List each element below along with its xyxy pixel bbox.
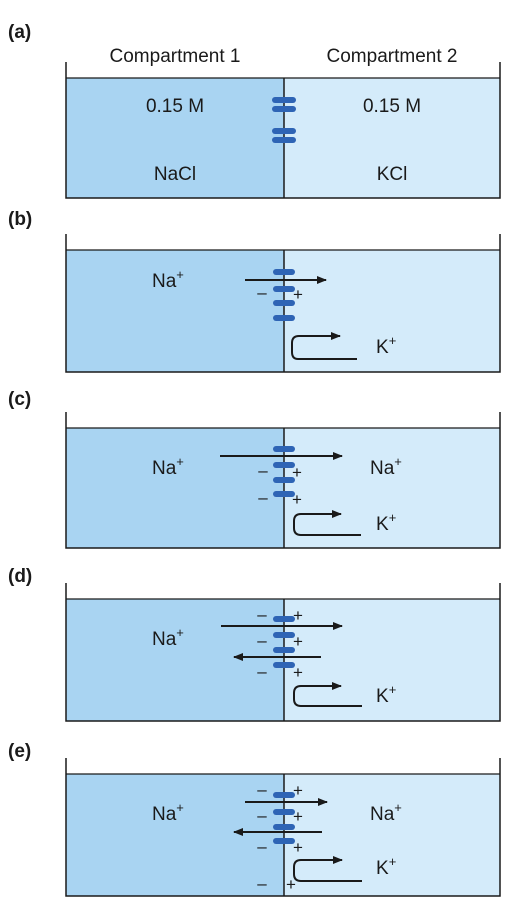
panel-a: (a) Compartment 1 Compartment 2 0.15 M 0…	[8, 22, 501, 199]
compartment-1-salt: NaCl	[154, 164, 196, 185]
panel-c: (c) – + – + Na+ Na+ K+	[8, 389, 501, 549]
panel-a-label: (a)	[8, 22, 31, 43]
compartment-1-concentration: 0.15 M	[146, 96, 204, 117]
panel-b-label: (b)	[8, 209, 32, 230]
ion-channel	[273, 792, 295, 798]
panel-b: (b) – + Na+ K+	[8, 209, 501, 373]
k-blocked-arrow	[293, 856, 362, 882]
minus-sign: –	[258, 461, 268, 480]
plus-sign: +	[293, 807, 303, 826]
panel-e-label: (e)	[8, 741, 31, 762]
ion-channel	[273, 315, 295, 321]
minus-sign: –	[257, 631, 267, 650]
ion-channel	[273, 491, 295, 497]
na-ion-left: Na+	[152, 800, 184, 825]
panel-e: (e) – + – + – + – + Na+ Na+ K+	[8, 741, 501, 897]
plus-sign: +	[286, 875, 296, 894]
compartment-1-fill	[66, 78, 284, 198]
container-outline	[65, 62, 501, 199]
container-outline	[65, 412, 501, 549]
na-ion-left: Na+	[152, 625, 184, 650]
ion-channel	[273, 477, 295, 483]
ion-channel	[273, 632, 295, 638]
compartment-2-fill	[284, 428, 500, 548]
k-ion-right: K+	[376, 682, 396, 707]
ion-channel	[273, 269, 295, 275]
container-outline	[65, 758, 501, 897]
ion-channel	[273, 462, 295, 468]
panel-d: (d) – + – + – + Na+ K+	[8, 566, 501, 722]
minus-sign: –	[257, 605, 267, 624]
na-ion-right: Na+	[370, 800, 402, 825]
minus-sign: –	[257, 874, 267, 893]
ion-channel	[273, 809, 295, 815]
ion-channel	[273, 647, 295, 653]
minus-sign: –	[258, 488, 268, 507]
na-ion-right: Na+	[370, 454, 402, 479]
na-ion-left: Na+	[152, 267, 184, 292]
panel-d-label: (d)	[8, 566, 32, 587]
compartment-2-salt: KCl	[377, 164, 408, 185]
container-outline	[65, 234, 501, 373]
ion-channel	[272, 137, 296, 143]
minus-sign: –	[257, 806, 267, 825]
k-blocked-arrow	[291, 332, 357, 360]
minus-sign: –	[257, 780, 267, 799]
ion-channel	[272, 128, 296, 134]
compartment-1-fill	[66, 428, 284, 548]
ion-channel	[273, 286, 295, 292]
ion-channel	[272, 106, 296, 112]
k-ion-right: K+	[376, 854, 396, 879]
plus-sign: +	[293, 663, 303, 682]
ion-channel	[273, 300, 295, 306]
plus-sign: +	[293, 632, 303, 651]
plus-sign: +	[293, 606, 303, 625]
compartment-2-fill	[284, 599, 500, 721]
na-ion-left: Na+	[152, 454, 184, 479]
ion-channel	[272, 97, 296, 103]
plus-sign: +	[293, 838, 303, 857]
ion-channel	[273, 662, 295, 668]
compartment-1-fill	[66, 774, 284, 896]
panel-c-label: (c)	[8, 389, 31, 410]
k-ion-right: K+	[376, 333, 396, 358]
ion-channel	[273, 838, 295, 844]
plus-sign: +	[293, 781, 303, 800]
compartment-1-fill	[66, 250, 284, 372]
compartment-1-heading: Compartment 1	[110, 46, 241, 67]
plus-sign: +	[293, 285, 303, 304]
ion-channel	[273, 616, 295, 622]
compartment-2-fill	[284, 78, 500, 198]
minus-sign: –	[257, 283, 267, 302]
minus-sign: –	[257, 662, 267, 681]
ion-channel	[273, 824, 295, 830]
container-outline	[65, 583, 501, 722]
minus-sign: –	[257, 837, 267, 856]
compartment-2-heading: Compartment 2	[327, 46, 458, 67]
k-blocked-arrow	[293, 510, 361, 536]
k-ion-right: K+	[376, 510, 396, 535]
compartment-2-concentration: 0.15 M	[363, 96, 421, 117]
compartment-1-fill	[66, 599, 284, 721]
plus-sign: +	[292, 490, 302, 509]
plus-sign: +	[292, 463, 302, 482]
ion-channel	[273, 446, 295, 452]
compartment-2-fill	[284, 774, 500, 896]
k-blocked-arrow	[293, 682, 362, 707]
compartment-2-fill	[284, 250, 500, 372]
